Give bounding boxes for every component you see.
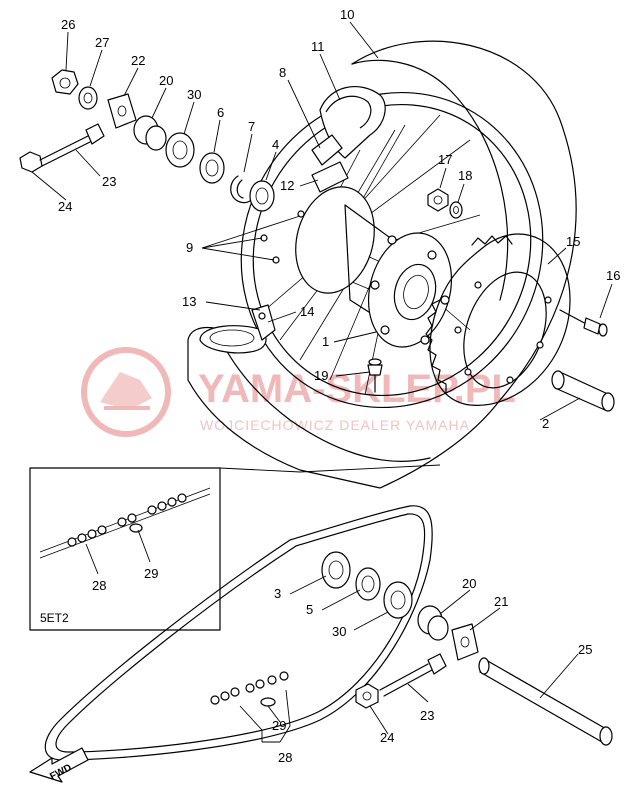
callout-20-upper: 20 bbox=[159, 73, 173, 88]
callout-22: 22 bbox=[131, 53, 145, 68]
rear-sprocket bbox=[425, 233, 571, 406]
inset-panel: 5ET2 bbox=[29, 464, 441, 631]
callout-6: 6 bbox=[217, 105, 224, 120]
callout-26: 26 bbox=[61, 17, 75, 32]
callout-27: 27 bbox=[95, 35, 109, 50]
callout-24-upper: 24 bbox=[58, 199, 72, 214]
callout-7: 7 bbox=[248, 119, 255, 134]
callout-21: 21 bbox=[494, 594, 508, 609]
callout-numbers: 26 27 22 20 30 6 7 4 8 11 10 23 24 12 17… bbox=[58, 7, 620, 765]
inset-chain-joint-28 bbox=[67, 525, 107, 547]
right-axle-parts bbox=[321, 551, 613, 746]
chain-joint bbox=[210, 671, 289, 707]
sprocket-nut-washer bbox=[427, 188, 463, 219]
callout-8: 8 bbox=[279, 65, 286, 80]
callout-24-lower: 24 bbox=[380, 730, 394, 745]
callout-9: 9 bbox=[186, 240, 193, 255]
callout-19: 19 bbox=[314, 368, 328, 383]
watermark: YAMA-SKLEP.PL WOJCIECHOWICZ DEALER YAMAH… bbox=[81, 347, 516, 437]
callout-10: 10 bbox=[340, 7, 354, 22]
callout-14: 14 bbox=[300, 304, 314, 319]
inner-tube-and-band bbox=[311, 86, 386, 193]
callout-30-lower: 30 bbox=[332, 624, 346, 639]
fwd-arrow-icon: FWD bbox=[29, 747, 89, 783]
callout-25: 25 bbox=[578, 642, 592, 657]
callout-17: 17 bbox=[438, 152, 452, 167]
callout-18: 18 bbox=[458, 168, 472, 183]
rear-hub bbox=[295, 186, 453, 348]
callout-15: 15 bbox=[566, 234, 580, 249]
inset-chain-joint-29 bbox=[117, 493, 187, 533]
drive-chain bbox=[44, 505, 433, 761]
rim-lock bbox=[199, 304, 276, 354]
callout-23-lower: 23 bbox=[420, 708, 434, 723]
axle-collar bbox=[551, 370, 615, 412]
left-axle-parts bbox=[19, 69, 275, 212]
callout-29-inset: 29 bbox=[144, 566, 158, 581]
callout-20-lower: 20 bbox=[462, 576, 476, 591]
callout-16: 16 bbox=[606, 268, 620, 283]
air-valve bbox=[367, 358, 383, 393]
callout-28-lower: 28 bbox=[278, 750, 292, 765]
callout-11: 11 bbox=[311, 39, 325, 54]
callout-2: 2 bbox=[542, 416, 549, 431]
watermark-subtitle: WOJCIECHOWICZ DEALER YAMAHA bbox=[200, 417, 470, 433]
callout-13: 13 bbox=[182, 294, 196, 309]
sprocket-bolt bbox=[559, 309, 608, 337]
inset-code: 5ET2 bbox=[40, 611, 69, 625]
callout-3: 3 bbox=[274, 586, 281, 601]
callout-29-lower: 29 bbox=[272, 718, 286, 733]
rear-tire bbox=[187, 40, 577, 489]
spoke-nipples bbox=[260, 210, 305, 264]
callout-23-upper: 23 bbox=[102, 174, 116, 189]
watermark-logo-icon bbox=[81, 347, 171, 437]
callout-4: 4 bbox=[272, 137, 279, 152]
callout-5: 5 bbox=[306, 602, 313, 617]
callout-12: 12 bbox=[280, 178, 294, 193]
leader-lines bbox=[31, 21, 613, 743]
callout-1: 1 bbox=[322, 334, 329, 349]
callout-30-upper: 30 bbox=[187, 87, 201, 102]
callout-28-inset: 28 bbox=[92, 578, 106, 593]
